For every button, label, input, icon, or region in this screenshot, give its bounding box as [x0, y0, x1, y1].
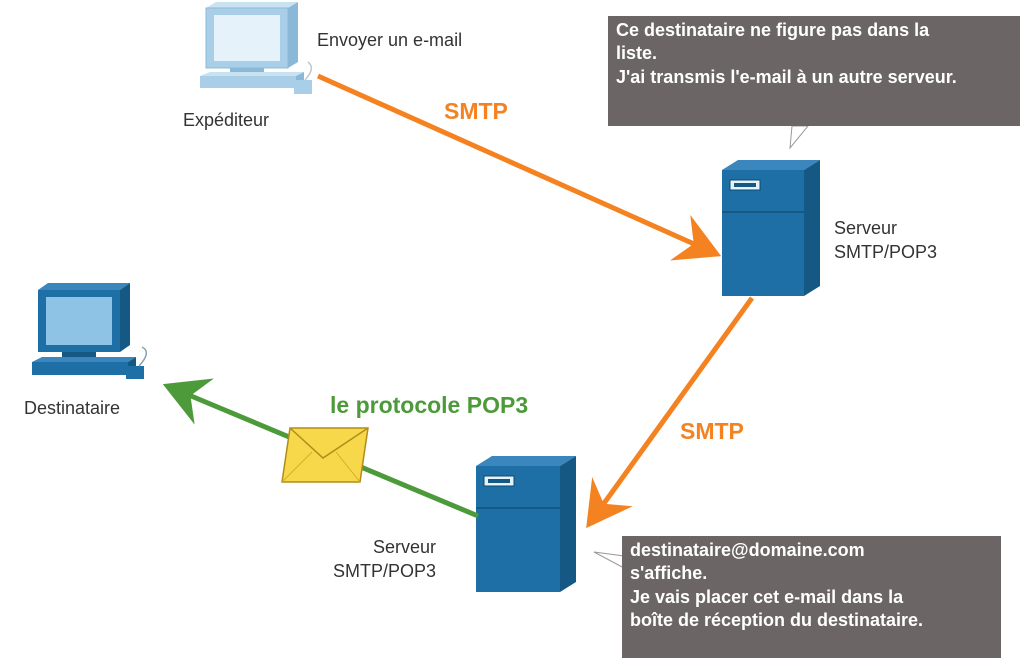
top-server-icon: [722, 160, 820, 296]
top-server-label-line1: Serveur: [834, 218, 898, 238]
bottom-server-icon: [476, 456, 576, 592]
pop3-label: le protocole POP3: [330, 392, 529, 418]
callout-bottom-line-3: Je vais placer cet e-mail dans la: [630, 586, 904, 607]
bottom-server-label-line1: Serveur: [372, 537, 436, 557]
callout-bottom: destinataire@domaine.com s'affiche. Je v…: [622, 536, 1001, 658]
callout-top-line-2: liste.: [616, 43, 658, 64]
callout-top: Ce destinataire ne figure pas dans la li…: [608, 16, 1020, 126]
sender-action-label: Envoyer un e-mail: [317, 30, 463, 50]
bottom-server-label-line2: SMTP/POP3: [332, 561, 436, 582]
sender-computer-icon: [200, 2, 313, 94]
callout-top-line-1: Ce destinataire ne figure pas dans la: [616, 20, 930, 40]
smtp-label-upper: SMTP: [444, 98, 508, 124]
recipient-caption: Destinataire: [24, 398, 121, 418]
callout-top-line-3: J'ai transmis l'e-mail à un autre serveu…: [616, 66, 957, 87]
top-server-label: Serveur SMTP/POP3: [834, 216, 937, 265]
bottom-server-label: Serveur SMTP/POP3: [312, 535, 436, 584]
envelope-icon: [281, 427, 369, 483]
smtp-arrow-upper: [316, 73, 722, 261]
recipient-computer-icon: [32, 283, 148, 379]
callout-bottom-line-4: boîte de réception du destinataire.: [630, 610, 924, 631]
top-server-label-line2: SMTP/POP3: [834, 242, 938, 263]
callout-bottom-line-1: destinataire@domaine.com: [630, 540, 865, 560]
sender-caption: Expéditeur: [183, 110, 270, 130]
callout-bottom-pointer: [593, 551, 625, 569]
callout-top-pointer: [789, 125, 810, 150]
callout-bottom-line-2: s'affiche.: [630, 563, 708, 584]
smtp-label-lower: SMTP: [680, 418, 744, 444]
smtp-arrow-lower: [586, 296, 755, 529]
